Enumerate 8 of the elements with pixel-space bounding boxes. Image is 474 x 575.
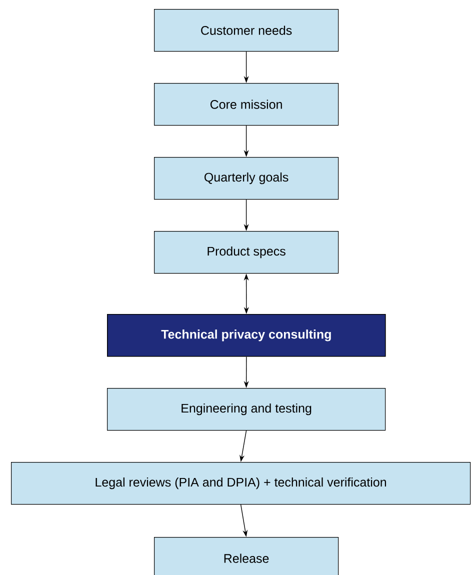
process-box: Product specs bbox=[154, 231, 339, 274]
highlighted-box: Technical privacy consulting bbox=[107, 314, 386, 357]
process-box: Legal reviews (PIA and DPIA) + technical verification bbox=[11, 462, 471, 505]
process-box: Core mission bbox=[154, 83, 339, 126]
process-box: Release bbox=[154, 537, 339, 575]
process-box: Quarterly goals bbox=[154, 157, 339, 200]
process-box: Customer needs bbox=[154, 9, 339, 52]
process-box: Engineering and testing bbox=[107, 388, 386, 431]
